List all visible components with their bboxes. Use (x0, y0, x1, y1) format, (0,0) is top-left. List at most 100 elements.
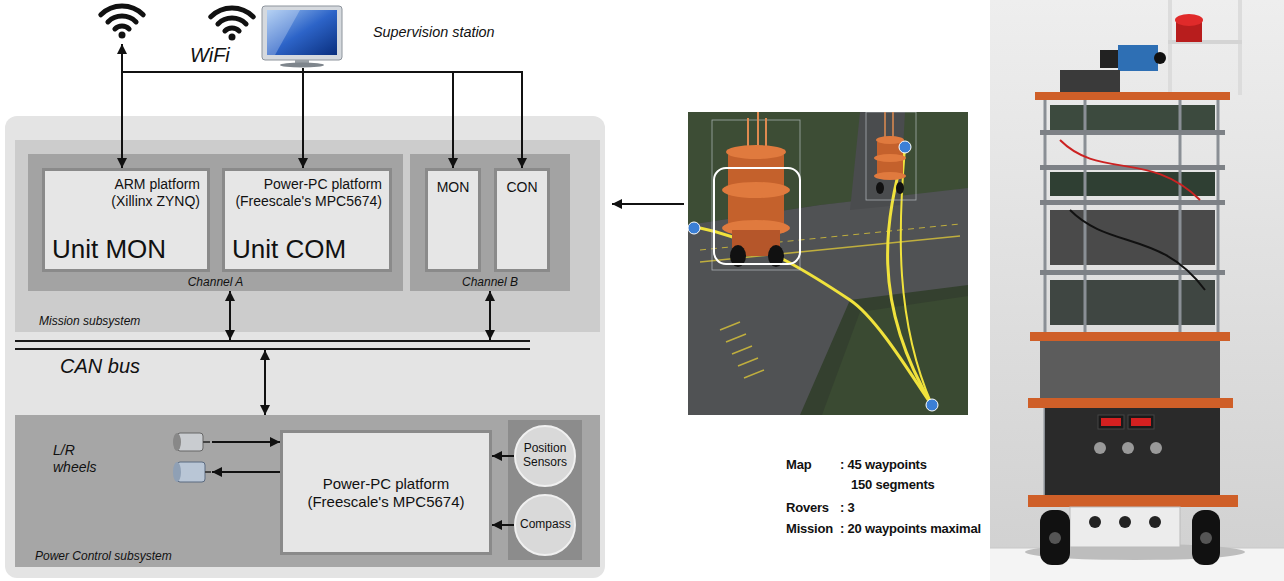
label-anchor: Mission (786, 521, 833, 536)
node-text: Unit MON (52, 235, 166, 264)
orange-plate (1028, 398, 1233, 408)
wheel-hub (1049, 532, 1061, 544)
wheel (1040, 510, 1070, 565)
encoder-face (173, 433, 181, 451)
wheel (1192, 510, 1220, 565)
label-anchor: 150 segments (851, 477, 935, 492)
wifi-dot (229, 34, 236, 41)
label-anchor: WiFi (190, 44, 230, 67)
tracking-box (712, 120, 800, 270)
label-anchor: : 3 (840, 500, 855, 515)
rover-mast (748, 112, 766, 150)
selection-box (714, 168, 800, 264)
power-bay (1045, 408, 1220, 496)
rover-path (888, 148, 932, 405)
shelf (1040, 200, 1225, 205)
antenna-frame (1168, 0, 1172, 95)
sensor-circle: Position Sensors (514, 425, 576, 487)
antenna-frame (1238, 0, 1242, 95)
map-view (688, 112, 968, 415)
station-node: Supervision station (258, 4, 568, 68)
rover-plate (876, 136, 904, 144)
panel-hole (1119, 516, 1131, 528)
connector (212, 471, 280, 473)
stat-value: : 45 waypoints (840, 457, 927, 472)
base-plate (1028, 495, 1238, 507)
circuit-board (1050, 105, 1215, 130)
wifi-arc (225, 28, 239, 31)
node-text: Power Control subsystem (35, 549, 172, 563)
stop-button (1175, 14, 1203, 26)
hatch-marking (720, 322, 764, 378)
stat-value: : 20 waypoints maximal (840, 521, 981, 536)
connector (489, 291, 491, 340)
connector (303, 68, 522, 168)
wifi-arc (108, 16, 136, 22)
waypoint-dot (688, 222, 700, 234)
top-box (1060, 70, 1120, 92)
label-anchor: Map (786, 457, 811, 472)
connector (492, 524, 514, 526)
bus-line: CAN bus (15, 340, 530, 350)
panel-hole (1149, 516, 1161, 528)
node-text: Power-PC platform (Freescale's MPC5674) (294, 475, 479, 511)
rover-plate (874, 172, 906, 180)
stat-key: Mission (786, 521, 833, 536)
led-digits (1131, 418, 1151, 426)
unit-box: ARM platform (Xillinx ZYNQ) Unit MON (42, 168, 210, 272)
connector (302, 68, 304, 168)
rover-photo (990, 0, 1284, 581)
monitor-bezel (262, 6, 342, 60)
channel-panel: Channel AARM platform (Xillinx ZYNQ)Unit… (28, 154, 403, 291)
subsystem-panel: Power Control subsystem L/R wheelsPower-P… (15, 415, 600, 567)
wifi-icon (101, 6, 143, 38)
rover-path (700, 228, 932, 405)
map-road (850, 112, 905, 210)
rover-mast (885, 112, 893, 140)
wifi-arc (101, 6, 143, 15)
node-text: ARM platform (Xillinx ZYNQ) (72, 176, 200, 210)
panel-hole (1089, 516, 1101, 528)
sensor-circle: Compass (514, 494, 576, 556)
monitor-base (280, 63, 324, 68)
orange-plate (1035, 92, 1230, 100)
node-text: MON (437, 179, 470, 196)
node-text: Compass (520, 518, 570, 532)
motor-face (173, 462, 181, 482)
wifi-arc (218, 18, 246, 24)
node-text: L/R wheels (53, 442, 113, 476)
controller-box: Power-PC platform (Freescale's MPC5674) (280, 430, 492, 555)
knob (1122, 442, 1134, 454)
wheel-hub (1200, 532, 1212, 544)
unit-box: MON (425, 168, 481, 272)
label-anchor: Rovers (786, 500, 829, 515)
rover-plate (874, 154, 906, 162)
map-arrow (612, 203, 684, 205)
rover-panel (5, 116, 605, 578)
sensor-bay (508, 420, 582, 560)
shelf (1040, 130, 1225, 135)
cable (1060, 140, 1200, 200)
connector (212, 441, 280, 443)
connector (229, 291, 231, 340)
rover-wheel (876, 182, 884, 194)
connector (492, 455, 514, 457)
node-text: Mission subsystem (39, 314, 140, 328)
shelf (1040, 270, 1225, 275)
stat-value: : 3 (840, 500, 855, 515)
node-text: Unit COM (232, 235, 346, 264)
network-label: WiFi (190, 44, 230, 67)
label-anchor: : 20 waypoints maximal (840, 521, 981, 536)
node-text: Power-PC platform (Freescale's MPC5674) (232, 176, 382, 210)
node-text: CAN bus (60, 354, 140, 378)
unit-box: CON (494, 168, 550, 272)
connector (303, 68, 453, 168)
tracking-box (866, 112, 916, 200)
led-digits (1101, 418, 1121, 426)
led-display (1128, 415, 1154, 429)
stat-key: Rovers (786, 500, 829, 515)
camera-mount (1100, 50, 1118, 68)
stat-value: 150 segments (851, 477, 935, 492)
rover-plate (726, 145, 786, 159)
